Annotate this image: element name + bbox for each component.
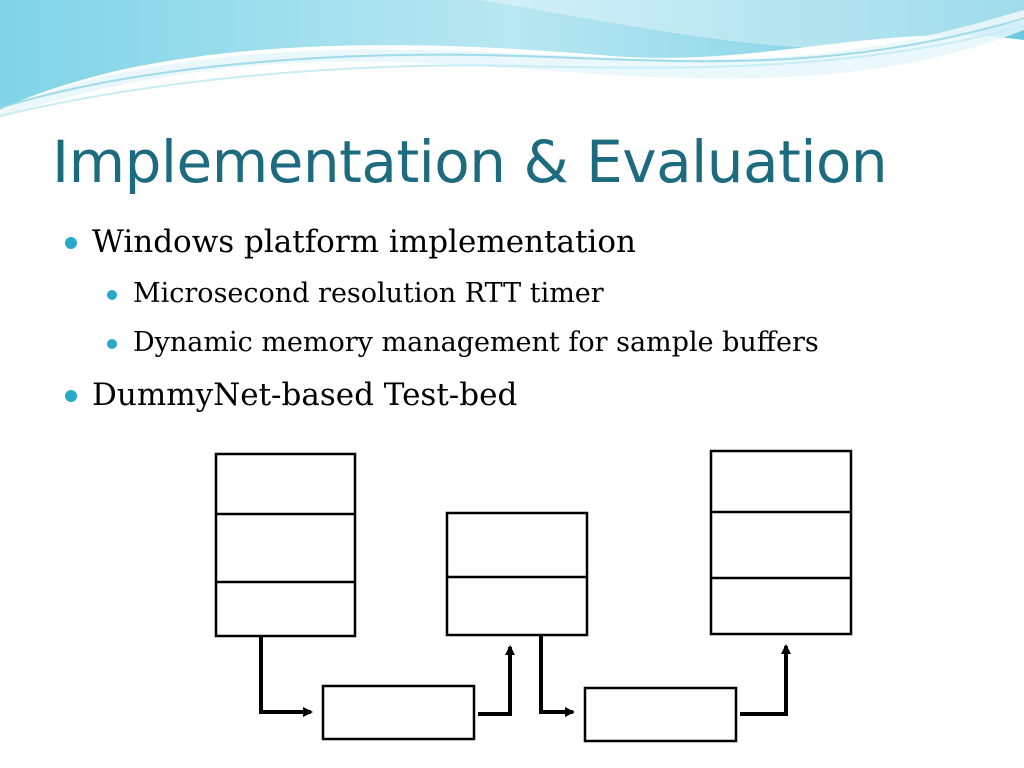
bullet-item: Windows platform implementation [65,224,636,260]
bullet-item: DummyNet-based Test-bed [65,377,518,413]
arrow-link2-to-receiver [740,644,791,716]
bullet-text: Microsecond resolution RTT timer [133,278,604,309]
bullet-text: Windows platform implementation [92,224,636,260]
sender-stack-box [214,452,357,638]
bullet-dot-icon [107,290,117,300]
arrow-sender-to-link1 [259,636,313,717]
bullet-dot-icon [65,237,77,249]
link-box-1 [321,684,476,741]
sub-bullet-item: Dynamic memory management for sample buf… [107,327,819,358]
bullet-text: Dynamic memory management for sample buf… [133,327,819,358]
arrow-router-to-link2 [539,636,575,717]
slide-title: Implementation & Evaluation [52,128,888,196]
bullet-dot-icon [65,390,77,402]
sub-bullet-item: Microsecond resolution RTT timer [107,278,604,309]
arrow-link1-to-router [478,645,515,716]
link-box-2 [583,686,738,743]
bullet-dot-icon [107,339,117,349]
header-wave-decoration [0,0,1024,118]
router-stack-box [445,511,589,637]
receiver-stack-box [709,449,853,636]
bullet-text: DummyNet-based Test-bed [92,377,518,413]
